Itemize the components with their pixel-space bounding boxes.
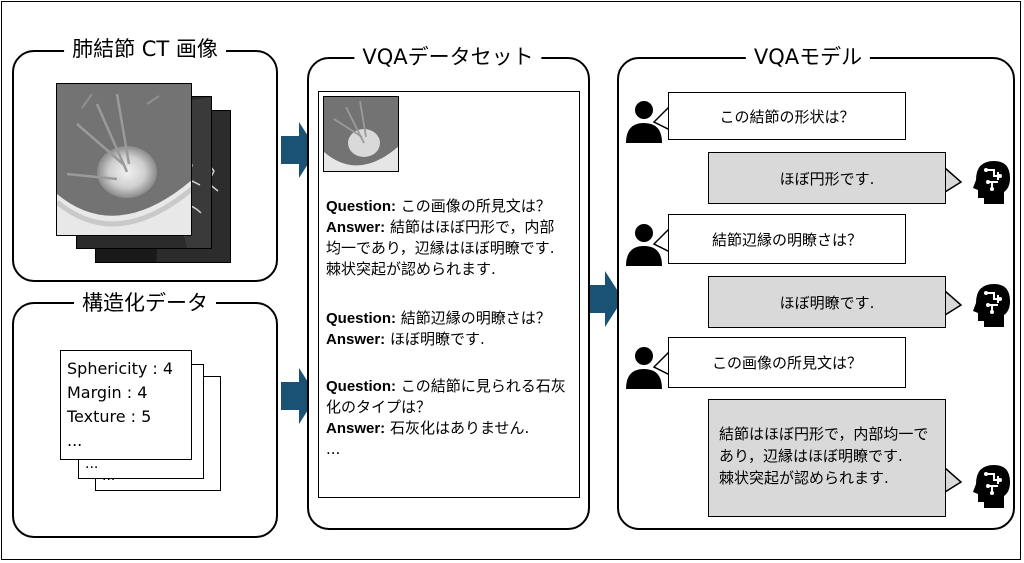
- data-line-ellipsis: ...: [67, 431, 83, 450]
- user-question-bubble: 結節辺縁の明瞭さは？: [668, 214, 906, 264]
- model-answer-line: あり，辺縁はほぼ明瞭です.: [719, 447, 903, 465]
- dataset-sample: Question: この画像の所見文は？ Answer: 結節はほぼ円形で，内部…: [318, 91, 580, 498]
- model-answer-bubble: ほぼ円形です.: [708, 152, 946, 204]
- ai-head-icon: [973, 284, 1010, 327]
- data-sheet: Sphericity : 4 Margin : 4 Texture : 5 ..…: [60, 350, 192, 460]
- question-text: 化のタイプは？: [326, 398, 432, 416]
- qa-pair-2: Question: 結節辺縁の明瞭さは？ Answer: ほぼ明瞭です.: [326, 308, 551, 350]
- data-line-texture: Texture : 5: [67, 407, 152, 426]
- model-answer-line: 棘状突起が認められます.: [719, 469, 889, 487]
- qa-pair-1: Question: この画像の所見文は？ Answer: 結節はほぼ円形で，内部…: [326, 196, 555, 280]
- question-text: 結節辺縁の明瞭さは？: [400, 309, 551, 327]
- model-answer-bubble: 結節はほぼ円形で，内部均一で あり，辺縁はほぼ明瞭です. 棘状突起が認められます…: [708, 399, 946, 517]
- qa-question-3: Question: この結節に見られる石灰: [326, 376, 566, 397]
- answer-label: Answer:: [326, 420, 386, 437]
- answer-text: ほぼ明瞭です.: [389, 330, 485, 348]
- ct-scan-thumbnail: [323, 96, 399, 172]
- ct-scan-image: [56, 83, 192, 236]
- answer-text: 均一であり，辺縁はほぼ明瞭です.: [326, 239, 555, 257]
- data-line-sphericity: Sphericity : 4: [67, 359, 174, 378]
- answer-text: 結節はほぼ円形で，内部: [389, 218, 555, 236]
- answer-label: Answer:: [326, 219, 386, 236]
- bubble-tail: [943, 289, 963, 317]
- bubble-tail: [943, 466, 963, 494]
- arrow-right-icon: [587, 271, 623, 327]
- question-text: この結節に見られる石灰: [400, 377, 566, 395]
- answer-label: Answer:: [326, 331, 386, 348]
- bubble-tail: [943, 166, 963, 194]
- answer-text: 棘状突起が認められます.: [326, 260, 496, 278]
- vqa-dataset-title: VQAデータセット: [354, 44, 542, 70]
- person-icon: [626, 347, 662, 389]
- data-line-margin: Margin : 4: [67, 383, 148, 402]
- question-label: Question:: [326, 198, 396, 215]
- data-sheet-back-1-ellipsis: ...: [85, 456, 99, 472]
- ct-panel-title: 肺結節 CT 画像: [64, 36, 226, 62]
- dataset-ellipsis: ...: [326, 440, 341, 458]
- qa-question-2: Question: 結節辺縁の明瞭さは？: [326, 308, 551, 329]
- person-icon: [626, 101, 662, 143]
- qa-pair-3: Question: この結節に見られる石灰 化のタイプは？ Answer: 石灰…: [326, 376, 566, 460]
- person-icon: [626, 224, 662, 266]
- qa-answer-3: Answer: 石灰化はありません.: [326, 418, 566, 439]
- vqa-model-title: VQAモデル: [745, 44, 871, 70]
- qa-question-1: Question: この画像の所見文は？: [326, 196, 555, 217]
- question-label: Question:: [326, 310, 396, 327]
- qa-answer-2: Answer: ほぼ明瞭です.: [326, 329, 551, 350]
- question-text: この画像の所見文は？: [400, 197, 551, 215]
- model-answer-line: 結節はほぼ円形で，内部均一で: [719, 425, 929, 443]
- answer-text: 石灰化はありません.: [389, 419, 530, 437]
- question-label: Question:: [326, 378, 396, 395]
- model-answer-bubble: ほぼ明瞭です.: [708, 276, 946, 328]
- ai-head-icon: [973, 465, 1010, 508]
- structured-data-title: 構造化データ: [74, 290, 216, 316]
- qa-answer-1: Answer: 結節はほぼ円形で，内部: [326, 217, 555, 238]
- user-question-bubble: この画像の所見文は？: [668, 337, 906, 388]
- user-question-bubble: この結節の形状は？: [668, 92, 906, 140]
- ai-head-icon: [973, 161, 1010, 204]
